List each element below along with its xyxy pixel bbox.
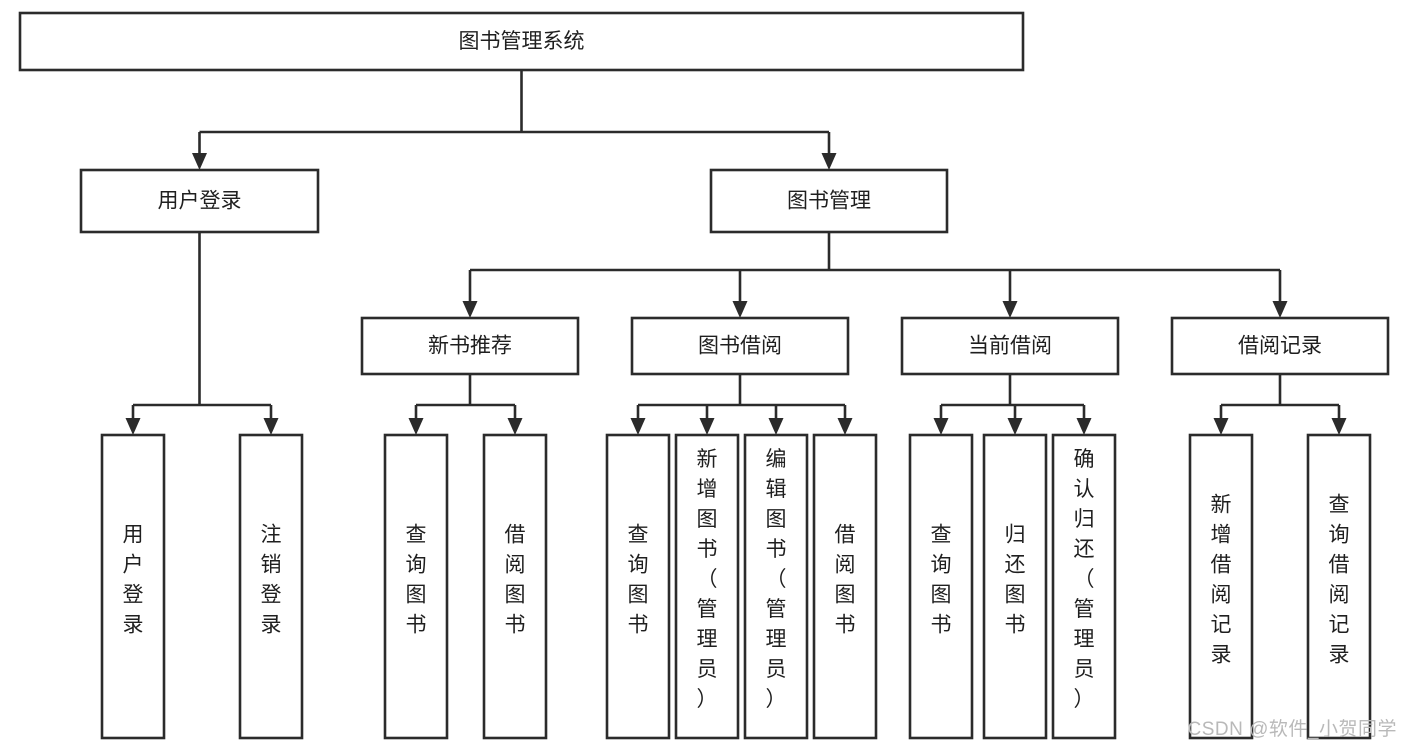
node-label: 用户登录 <box>158 190 242 213</box>
node-box <box>1188 433 1254 740</box>
arrow-head <box>1272 301 1288 318</box>
node-label: 借阅图书 <box>505 524 526 637</box>
arrow-head <box>933 418 949 435</box>
node-box <box>1051 433 1117 740</box>
arrow-head <box>125 418 141 435</box>
node-label: 借阅记录 <box>1238 335 1322 358</box>
arrow-head <box>821 153 837 170</box>
node-leaf-12[interactable]: 新增借阅记录 <box>1188 433 1254 740</box>
node-level3-3[interactable]: 当前借阅 <box>900 316 1120 376</box>
arrow-head <box>699 418 715 435</box>
node-label: 新增借阅记录 <box>1211 494 1232 667</box>
node-leaf-3[interactable]: 查询图书 <box>383 433 449 740</box>
node-box <box>908 433 974 740</box>
arrow-head <box>837 418 853 435</box>
node-root-system[interactable]: 图书管理系统 <box>18 11 1025 72</box>
arrow-head <box>1002 301 1018 318</box>
node-leaf-7[interactable]: 编辑图书（管理员） <box>743 433 809 740</box>
node-leaf-6[interactable]: 新增图书（管理员） <box>674 433 740 740</box>
node-leaf-11[interactable]: 确认归还（管理员） <box>1051 433 1117 740</box>
node-box <box>383 433 449 740</box>
node-leaf-2[interactable]: 注销登录 <box>238 433 304 740</box>
node-box <box>630 316 850 376</box>
arrow-head <box>1076 418 1092 435</box>
arrow-head <box>1213 418 1229 435</box>
arrow-head <box>1331 418 1347 435</box>
node-level2-1[interactable]: 用户登录 <box>79 168 320 234</box>
node-box <box>482 433 548 740</box>
node-box <box>238 433 304 740</box>
node-label: 查询图书 <box>406 524 427 637</box>
node-label: 新增图书（管理员） <box>697 448 718 711</box>
node-box <box>605 433 671 740</box>
node-box <box>100 433 166 740</box>
node-box <box>982 433 1048 740</box>
node-box <box>709 168 949 234</box>
node-label: 借阅图书 <box>835 524 856 637</box>
arrow-head <box>462 301 478 318</box>
node-layer: 图书管理系统用户登录图书管理新书推荐图书借阅当前借阅借阅记录用户登录注销登录查询… <box>18 11 1390 740</box>
node-box <box>812 433 878 740</box>
node-label: 查询图书 <box>628 524 649 637</box>
arrow-head <box>768 418 784 435</box>
node-box <box>18 11 1025 72</box>
node-leaf-8[interactable]: 借阅图书 <box>812 433 878 740</box>
node-box <box>900 316 1120 376</box>
node-label: 图书管理系统 <box>459 30 585 53</box>
node-box <box>674 433 740 740</box>
node-label: 编辑图书（管理员） <box>766 448 787 711</box>
node-label: 确认归还（管理员） <box>1074 448 1095 711</box>
node-label: 查询图书 <box>931 524 952 637</box>
node-label: 当前借阅 <box>968 335 1052 358</box>
arrow-head <box>192 153 207 170</box>
node-level3-2[interactable]: 图书借阅 <box>630 316 850 376</box>
arrow-head <box>732 301 748 318</box>
node-box <box>79 168 320 234</box>
node-leaf-4[interactable]: 借阅图书 <box>482 433 548 740</box>
arrow-head <box>507 418 523 435</box>
node-label: 图书管理 <box>787 190 871 213</box>
node-level3-1[interactable]: 新书推荐 <box>360 316 580 376</box>
node-leaf-5[interactable]: 查询图书 <box>605 433 671 740</box>
node-label: 查询借阅记录 <box>1329 494 1350 667</box>
connector-layer <box>125 70 1347 435</box>
node-box <box>743 433 809 740</box>
node-leaf-13[interactable]: 查询借阅记录 <box>1306 433 1372 740</box>
node-label: 新书推荐 <box>428 335 512 358</box>
arrow-head <box>263 418 279 435</box>
node-label: 用户登录 <box>123 524 144 637</box>
arrow-head <box>630 418 646 435</box>
node-box <box>1170 316 1390 376</box>
node-box <box>1306 433 1372 740</box>
node-label: 归还图书 <box>1005 524 1026 637</box>
node-level2-2[interactable]: 图书管理 <box>709 168 949 234</box>
node-level3-4[interactable]: 借阅记录 <box>1170 316 1390 376</box>
node-label: 图书借阅 <box>698 335 782 358</box>
node-leaf-9[interactable]: 查询图书 <box>908 433 974 740</box>
node-label: 注销登录 <box>261 524 282 637</box>
node-leaf-10[interactable]: 归还图书 <box>982 433 1048 740</box>
arrow-head <box>408 418 424 435</box>
arrow-head <box>1007 418 1023 435</box>
node-leaf-1[interactable]: 用户登录 <box>100 433 166 740</box>
node-box <box>360 316 580 376</box>
